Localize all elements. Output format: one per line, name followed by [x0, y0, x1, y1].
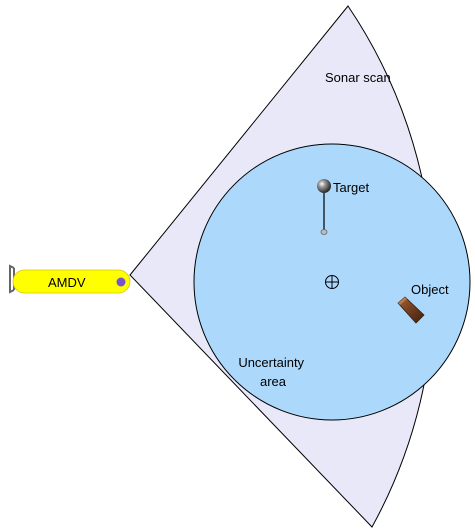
- uncertainty-area-label: Uncertainty area: [238, 355, 307, 389]
- object-label: Object: [411, 282, 449, 297]
- uncertainty-area-label-line1: Uncertainty: [238, 355, 304, 370]
- sonar-sensor-icon: [116, 277, 126, 287]
- target-label: Target: [333, 180, 370, 195]
- crosshair-circle-icon: [325, 275, 339, 289]
- uncertainty-area-label-line2: area: [260, 374, 287, 389]
- amdv-vehicle: [9, 264, 131, 294]
- vehicle-label: AMDV: [48, 275, 86, 290]
- sonar-scan-label: Sonar scan: [325, 70, 391, 85]
- debris-object-icon: [397, 296, 425, 324]
- target-pin-icon: [317, 179, 331, 235]
- vehicle-body: [12, 269, 131, 294]
